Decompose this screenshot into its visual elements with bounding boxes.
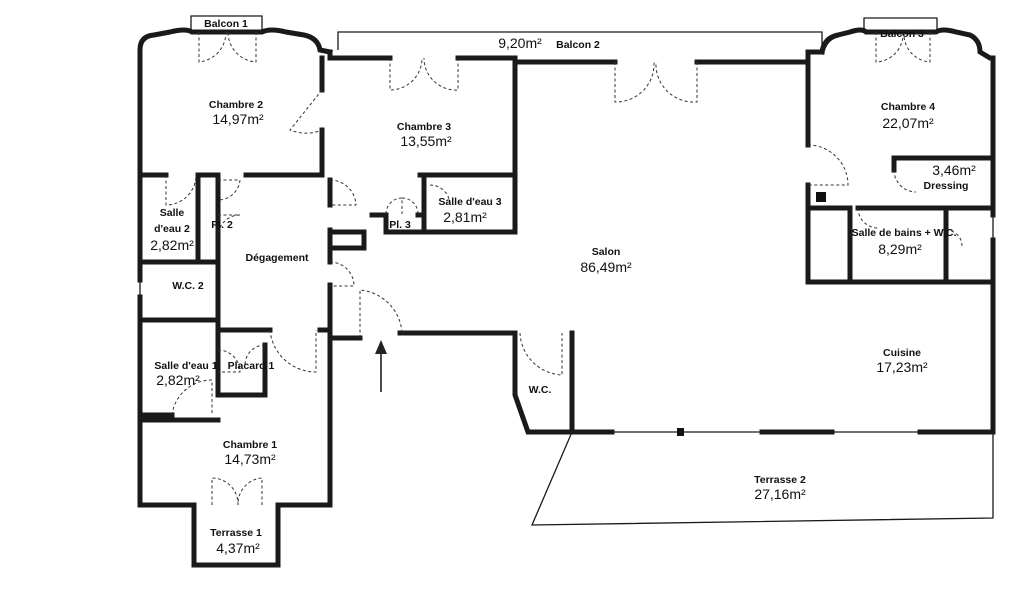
chambre-4-label: Chambre 4 — [881, 101, 935, 113]
terrasse-2-label: Terrasse 2 — [754, 474, 806, 486]
chambre-1-area: 14,73m² — [224, 451, 276, 467]
salle-eau-3-label: Salle d'eau 3 — [438, 196, 501, 208]
salle-eau-3-area: 2,81m² — [443, 209, 487, 225]
entrance-arrow-icon — [375, 340, 387, 392]
exterior-walls — [137, 27, 996, 568]
pl-3-label: Pl. 3 — [389, 219, 411, 231]
chambre-3-label: Chambre 3 — [397, 121, 451, 133]
terrasse-2-outline — [531, 431, 994, 526]
pl-2-label: Pl. 2 — [211, 219, 233, 231]
cuisine-area: 17,23m² — [876, 359, 928, 375]
salle-eau-2-label-line2: d'eau 2 — [154, 223, 190, 235]
balcon-2-area: 9,20m² — [498, 35, 542, 51]
salon-label: Salon — [592, 246, 621, 258]
terrasse-2-area: 27,16m² — [754, 486, 806, 502]
door-swings — [165, 31, 963, 506]
balcon-2-label: Balcon 2 — [556, 39, 600, 51]
chambre-2-area: 14,97m² — [212, 111, 264, 127]
chambre-4-area: 22,07m² — [882, 115, 934, 131]
salle-eau-1-area: 2,82m² — [156, 372, 200, 388]
salle-bains-label: Salle de bains + W.C. — [852, 227, 957, 239]
salle-eau-2-area: 2,82m² — [150, 237, 194, 253]
balcon-2-outline — [337, 31, 823, 52]
balcon-3-label: Balcon 3 — [880, 28, 924, 40]
salle-bains-area: 8,29m² — [878, 241, 922, 257]
cuisine-label: Cuisine — [883, 347, 921, 359]
placard-1-label: Placard 1 — [228, 360, 275, 372]
chambre-3-area: 13,55m² — [400, 133, 452, 149]
interior-walls — [137, 55, 996, 423]
wc-label: W.C. — [529, 384, 552, 396]
dressing-label: Dressing — [924, 180, 969, 192]
salle-eau-2-label-line1: Salle — [160, 207, 185, 219]
salon-area: 86,49m² — [580, 259, 632, 275]
salle-eau-1-label: Salle d'eau 1 — [154, 360, 217, 372]
window-lines — [139, 215, 994, 433]
terrasse-1-area: 4,37m² — [216, 540, 260, 556]
balcon-1-outline — [190, 15, 263, 30]
terrasse-1-label: Terrasse 1 — [210, 527, 262, 539]
dressing-area: 3,46m² — [932, 162, 976, 178]
degagement-label: Dégagement — [245, 252, 309, 264]
column-block — [816, 192, 826, 202]
balcon-1-label: Balcon 1 — [204, 18, 248, 30]
wc-2-label: W.C. 2 — [172, 280, 204, 292]
chambre-1-label: Chambre 1 — [223, 439, 277, 451]
balcon-3-outline — [863, 17, 938, 32]
chambre-2-label: Chambre 2 — [209, 99, 263, 111]
